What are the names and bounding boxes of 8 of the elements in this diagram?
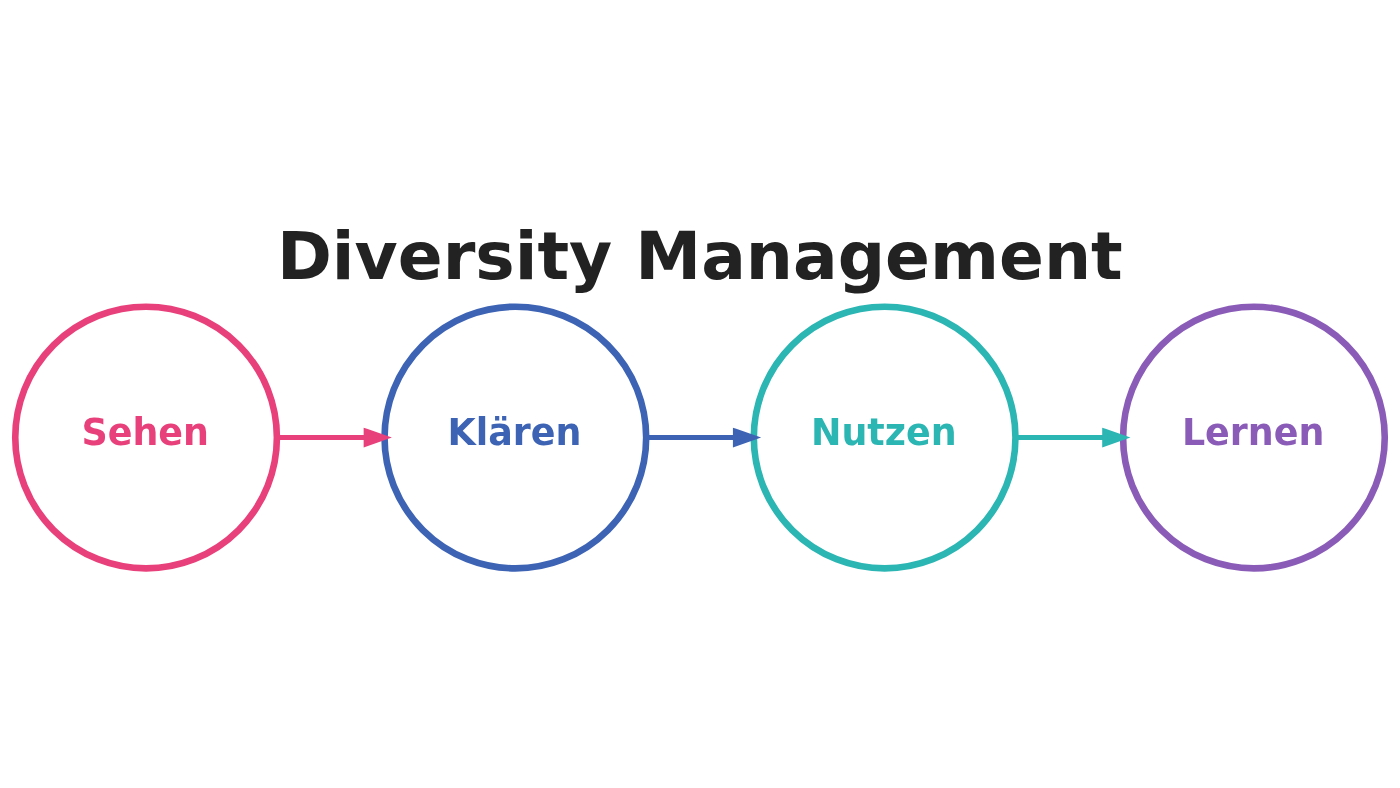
diagram-title: Diversity Management (276, 217, 1123, 295)
node-circle: Sehen (11, 302, 281, 572)
arrow (646, 427, 762, 447)
node-circle: Nutzen (750, 302, 1019, 572)
arrow (277, 427, 392, 447)
node-circle: Lernen (1119, 302, 1389, 572)
node-circle: Klären (381, 302, 650, 572)
arrow (1015, 427, 1131, 447)
